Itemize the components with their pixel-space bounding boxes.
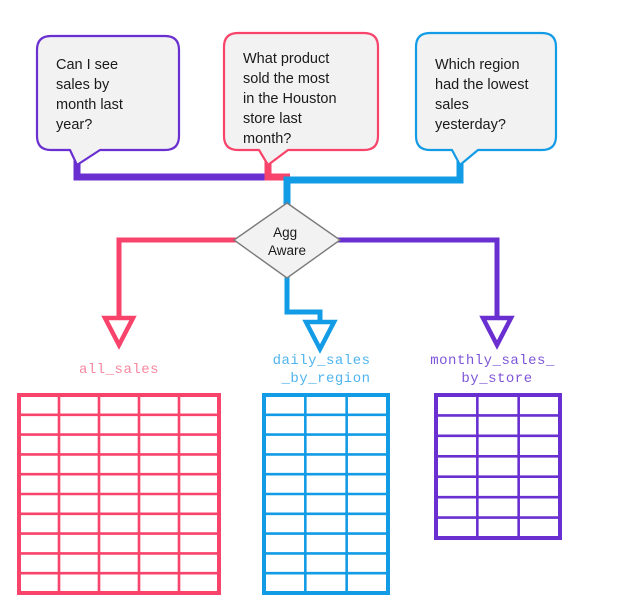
connector-purple-to-monthly-sales — [336, 237, 500, 318]
connector-purple-top — [73, 150, 270, 181]
connector-outputs — [101, 237, 515, 354]
connector-blue-to-daily-sales — [284, 272, 323, 322]
table-grid-all-sales[interactable] — [17, 393, 221, 595]
speech-bubble-store[interactable]: What product sold the most in the Housto… — [222, 31, 380, 167]
diamond-shape — [232, 202, 342, 279]
table-border — [434, 393, 562, 540]
speech-bubble-monthly[interactable]: Can I see sales by month last year? — [35, 34, 181, 167]
bubble-text-monthly: Can I see sales by month last year? — [56, 57, 127, 133]
table-label-daily-sales: daily_sales _by_region — [273, 353, 380, 387]
diamond-label: Agg Aware — [268, 225, 306, 258]
bubble-text-region: Which region had the lowest sales yester… — [435, 57, 533, 133]
table-label-monthly-sales: monthly_sales_ by_store — [430, 353, 564, 387]
table-label-all-sales: all_sales — [79, 362, 159, 378]
agg-aware-node[interactable]: Agg Aware — [232, 202, 342, 279]
arrowhead-blue — [302, 319, 338, 354]
arrowhead-red — [101, 315, 137, 350]
table-grid-monthly-sales-by-store[interactable] — [434, 393, 562, 540]
speech-bubble-region[interactable]: Which region had the lowest sales yester… — [414, 31, 558, 167]
bubble-outline-purple — [35, 34, 181, 167]
table-grid-daily-sales-by-region[interactable] — [262, 393, 390, 595]
arrowhead-purple — [479, 315, 515, 350]
bubble-outline-red — [222, 31, 380, 167]
connector-red-to-all-sales — [116, 237, 238, 318]
connector-blue-top — [283, 150, 464, 205]
bubble-outline-blue — [414, 31, 558, 167]
bubble-text-store: What product sold the most in the Housto… — [243, 51, 341, 147]
